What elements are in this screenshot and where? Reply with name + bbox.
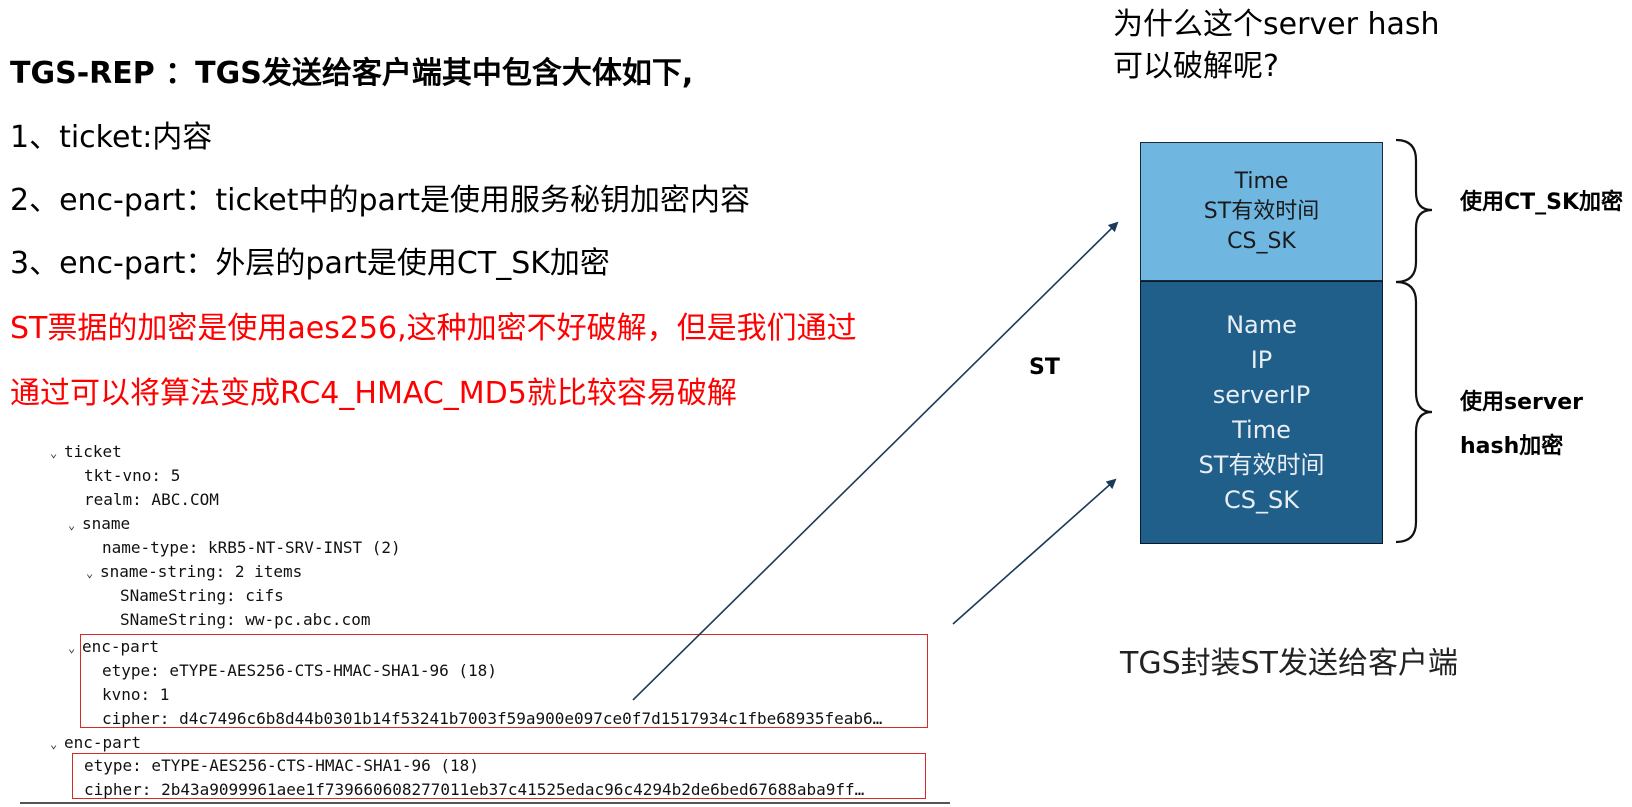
tree-field-outer-cipher: cipher: 2b43a9099961aee1f739660608277011… bbox=[84, 780, 865, 799]
tree-field-tkt-vno: tkt-vno: 5 bbox=[84, 466, 181, 485]
top-encryption-label: 使用CT_SK加密 bbox=[1460, 190, 1624, 215]
bottom-box-line: ST有效时间 bbox=[1198, 451, 1325, 479]
bottom-encryption-label-1: 使用server bbox=[1460, 390, 1583, 415]
question-text: 为什么这个server hash 可以破解呢? bbox=[1113, 4, 1493, 88]
tree-node-inner-enc-part[interactable]: ⌄enc-part bbox=[68, 637, 160, 656]
slide-title: TGS-REP ：TGS发送给客户端其中包含大体如下, bbox=[10, 56, 694, 91]
point-outer-enc-part: 3、enc-part：外层的part是使用CT_SK加密 bbox=[10, 246, 610, 281]
tree-node-sname[interactable]: ⌄sname bbox=[68, 514, 131, 533]
st-encrypted-part-box: Time ST有效时间 CS_SK bbox=[1140, 142, 1383, 281]
st-ticket-box: Name IP serverIP Time ST有效时间 CS_SK bbox=[1140, 281, 1383, 544]
point-inner-enc-part: 2、enc-part：ticket中的part是使用服务秘钥加密内容 bbox=[10, 183, 751, 218]
chevron-down-icon[interactable]: ⌄ bbox=[50, 737, 58, 751]
bottom-box-line: Name bbox=[1226, 311, 1297, 339]
tree-field-outer-etype: etype: eTYPE-AES256-CTS-HMAC-SHA1-96 (18… bbox=[84, 756, 479, 775]
arrow-outer-part-to-ticket bbox=[952, 478, 1117, 625]
chevron-down-icon[interactable]: ⌄ bbox=[68, 641, 76, 655]
tree-node-ticket[interactable]: ⌄ticket bbox=[50, 442, 122, 461]
inner-enc-part-highlight bbox=[80, 634, 928, 728]
outer-enc-part-highlight bbox=[72, 753, 926, 799]
bottom-box-line: serverIP bbox=[1212, 381, 1311, 409]
top-box-line: ST有效时间 bbox=[1203, 199, 1320, 224]
bottom-box-line: Time bbox=[1232, 416, 1291, 444]
top-box-line: CS_SK bbox=[1227, 229, 1296, 254]
tree-field-sname-string-2: SNameString: ww-pc.abc.com bbox=[120, 610, 371, 629]
bottom-encryption-label-2: hash加密 bbox=[1460, 434, 1564, 459]
tree-field-sname-string-1: SNameString: cifs bbox=[120, 586, 284, 605]
bottom-box-line: IP bbox=[1250, 346, 1273, 374]
tree-field-name-type: name-type: kRB5-NT-SRV-INST (2) bbox=[102, 538, 401, 557]
chevron-down-icon[interactable]: ⌄ bbox=[68, 518, 76, 532]
question-line-1: 为什么这个server hash bbox=[1113, 7, 1440, 42]
tree-node-sname-string[interactable]: ⌄sname-string: 2 items bbox=[86, 562, 303, 581]
point-ticket: 1、ticket:内容 bbox=[10, 120, 213, 155]
top-brace-icon bbox=[1395, 138, 1433, 284]
note-line-2: 通过可以将算法变成RC4_HMAC_MD5就比较容易破解 bbox=[10, 376, 737, 411]
bottom-box-line: CS_SK bbox=[1224, 486, 1299, 514]
arrow-inner-cipher-to-ticket bbox=[632, 221, 1119, 701]
tree-field-inner-kvno: kvno: 1 bbox=[102, 685, 170, 704]
note-line-1: ST票据的加密是使用aes256,这种加密不好破解，但是我们通过 bbox=[10, 311, 857, 346]
divider-line bbox=[20, 802, 950, 804]
bottom-brace-icon bbox=[1395, 280, 1433, 544]
tree-field-inner-etype: etype: eTYPE-AES256-CTS-HMAC-SHA1-96 (18… bbox=[102, 661, 497, 680]
diagram-caption: TGS封装ST发送给客户端 bbox=[1120, 646, 1458, 681]
tree-field-inner-cipher: cipher: d4c7496c6b8d44b0301b14f53241b700… bbox=[102, 709, 883, 728]
chevron-down-icon[interactable]: ⌄ bbox=[86, 566, 94, 580]
tree-node-outer-enc-part[interactable]: ⌄enc-part bbox=[50, 733, 142, 752]
top-box-line: Time bbox=[1234, 169, 1289, 194]
tree-field-realm: realm: ABC.COM bbox=[84, 490, 219, 509]
st-label: ST bbox=[1029, 355, 1060, 380]
question-line-2: 可以破解呢? bbox=[1113, 49, 1279, 84]
chevron-down-icon[interactable]: ⌄ bbox=[50, 446, 58, 460]
